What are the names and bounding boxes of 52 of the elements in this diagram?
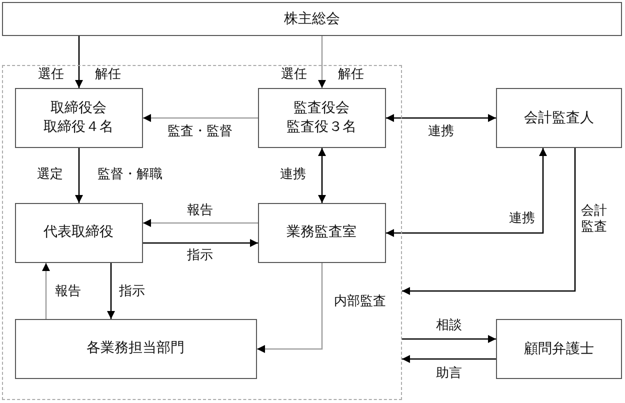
arrow: [143, 239, 258, 247]
flow-label: 解任: [95, 67, 121, 83]
arrow: [75, 148, 83, 203]
edge-label: 助言: [436, 366, 462, 382]
arrow: [107, 263, 115, 319]
edge-label: 報告: [55, 284, 81, 300]
box-subtitle: 監査役３名: [286, 118, 356, 136]
box-title: 監査役会: [294, 98, 350, 118]
org-box: [14, 318, 256, 378]
box-title: 会計監査人: [524, 108, 594, 128]
box-title: 株主総会: [284, 10, 340, 28]
flow-label: 監督・解職: [98, 167, 162, 183]
box-title: 顧問弁護士: [524, 340, 594, 358]
arrow: [402, 148, 576, 295]
org-box: [496, 88, 622, 148]
arrow: [75, 36, 83, 88]
flow-label: 選任: [281, 67, 307, 83]
arrow: [143, 219, 258, 227]
org-box: [258, 88, 386, 148]
box-title: 代表取締役: [44, 223, 114, 242]
edge-label: 指示: [119, 284, 145, 300]
box-title: 業務監査室: [286, 223, 356, 242]
edge-label: 連携: [509, 211, 535, 227]
org-box: [496, 319, 622, 379]
flow-label: 解任: [338, 67, 364, 83]
edge-label: 会計監査: [581, 203, 607, 235]
edge-label: 報告: [187, 203, 213, 219]
group-boundary: [2, 65, 402, 400]
box-title: 取締役会: [50, 98, 106, 118]
edge-label: 監査・監督: [168, 124, 232, 140]
box-title: 各業務担当部門: [86, 339, 184, 358]
org-box: [14, 202, 142, 262]
arrow: [386, 114, 496, 122]
edge-label: 内部監査: [334, 294, 386, 310]
edge-label: 連携: [280, 167, 306, 183]
org-box: [258, 202, 386, 262]
arrow: [143, 114, 258, 122]
arrow: [318, 36, 326, 88]
arrow: [42, 263, 50, 319]
edge-label: 連携: [428, 124, 454, 140]
edge-label: 指示: [187, 248, 213, 264]
arrow: [386, 148, 547, 237]
box-subtitle: 取締役４名: [44, 118, 114, 136]
org-box: [14, 88, 142, 148]
org-box: [2, 2, 622, 36]
arrow: [402, 335, 496, 343]
flow-label: 選定: [37, 167, 63, 183]
flow-label: 選任: [38, 67, 64, 83]
edge-label: 相談: [436, 318, 462, 334]
arrow: [402, 355, 496, 363]
arrow: [318, 148, 326, 203]
arrow: [257, 263, 323, 353]
